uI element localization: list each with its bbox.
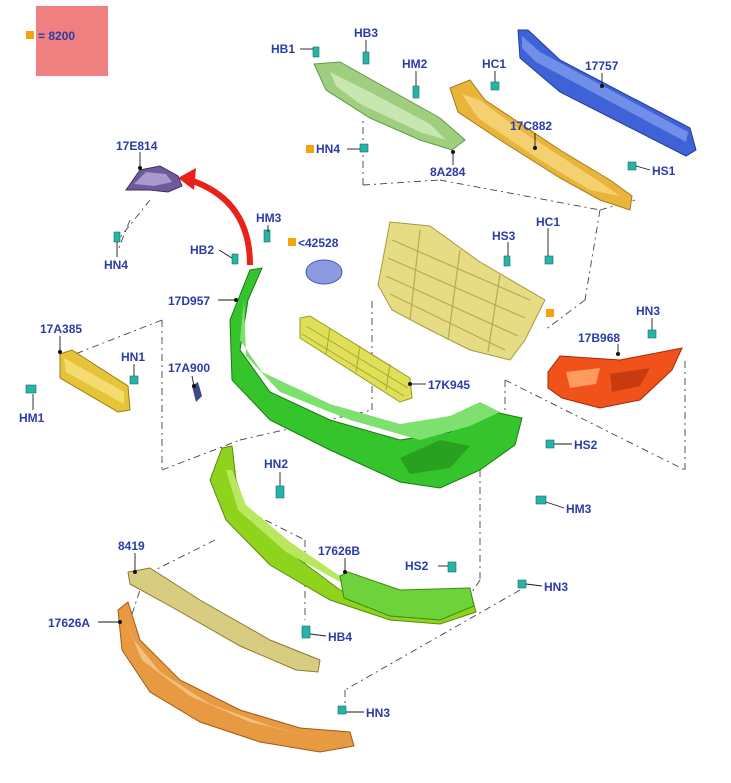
label-hb1: HB1 [271, 42, 295, 56]
fastener-hc1-top-icon [490, 81, 500, 91]
label-hn1: HN1 [121, 350, 145, 364]
label-hb2: HB2 [190, 243, 214, 257]
legend-marker [26, 31, 34, 39]
label-17a385: 17A385 [40, 322, 82, 336]
fog-opening-left [400, 440, 470, 474]
install-arrow [189, 177, 253, 266]
fastener-hn3-right-icon [647, 329, 657, 339]
fastener-hm3-low-icon [535, 495, 547, 505]
label-8a284: 8A284 [430, 165, 466, 179]
marker-hn4 [306, 145, 314, 153]
label-17b968: 17B968 [578, 331, 620, 345]
fastener-hn3-bottom-icon [337, 705, 347, 715]
label-17a900: 17A900 [168, 361, 210, 375]
bumper-cover-17d957 [229, 267, 523, 489]
fastener-hb1-icon [312, 46, 320, 58]
label-17757: 17757 [585, 59, 619, 73]
label-42528: <42528 [298, 236, 339, 250]
fastener-hb3-icon [362, 51, 370, 65]
fastener-hs2-low-icon [447, 561, 457, 573]
label-8419: 8419 [118, 539, 145, 553]
leader-lines [32, 40, 653, 713]
deflector-8419 [127, 567, 321, 673]
fastener-hm2-icon [412, 85, 420, 99]
fastener-hs3-icon [503, 255, 511, 267]
legend-text: = 8200 [38, 29, 75, 43]
label-hn4-top: HN4 [316, 142, 340, 156]
deflector-17626b [339, 571, 475, 621]
marker-42528 [288, 238, 296, 246]
fastener-hn1-icon [129, 375, 139, 385]
label-hs1: HS1 [652, 164, 676, 178]
label-hn3-low: HN3 [544, 580, 568, 594]
fastener-hs1-icon [627, 161, 637, 171]
fastener-hb4-icon [301, 625, 311, 639]
fastener-hm1-icon [25, 384, 37, 394]
fastener-hn4-top-icon [359, 143, 369, 153]
fastener-hn2-icon [275, 485, 285, 499]
fastener-hc1-mid-icon [544, 255, 554, 265]
label-hm3-low: HM3 [566, 502, 592, 516]
label-hm3-top: HM3 [256, 211, 282, 225]
label-17c882: 17C882 [510, 119, 552, 133]
label-17d957: 17D957 [168, 294, 210, 308]
arrow-head [178, 168, 196, 190]
label-hs3: HS3 [492, 229, 516, 243]
fastener-hn4-left-icon [113, 231, 121, 243]
label-hc1-top: HC1 [482, 57, 506, 71]
lower-grille-17k945 [299, 315, 413, 403]
label-hn2: HN2 [264, 457, 288, 471]
label-17e814: 17E814 [116, 139, 158, 153]
part-labels: HB1 HB3 HM2 HC1 17757 17C882 HN4 8A284 H… [19, 26, 676, 720]
legend-box [36, 6, 108, 76]
legend: = 8200 [26, 6, 108, 76]
fastener-hn3-low-icon [517, 579, 527, 589]
label-hn3-right: HN3 [636, 304, 660, 318]
label-hm1: HM1 [19, 411, 45, 425]
label-hs2-low: HS2 [405, 559, 429, 573]
label-hb4: HB4 [328, 630, 352, 644]
fastener-hm3-top-icon [263, 229, 271, 243]
label-hn4-left: HN4 [104, 258, 128, 272]
leader-dots [58, 84, 620, 624]
label-hn3-bottom: HN3 [366, 706, 390, 720]
alignment-lines [59, 118, 686, 710]
fastener-hs2-right-icon [545, 439, 555, 449]
grille [377, 221, 546, 361]
marker-grille [546, 309, 554, 317]
emblem-42528 [305, 259, 343, 285]
fastener-hb2-icon [231, 253, 239, 265]
label-17k945: 17K945 [428, 378, 470, 392]
label-17626b: 17626B [318, 544, 360, 558]
label-hc1-mid: HC1 [536, 215, 560, 229]
label-hm2: HM2 [402, 57, 428, 71]
label-17626a: 17626A [48, 616, 90, 630]
label-hs2-right: HS2 [574, 438, 598, 452]
label-hb3: HB3 [354, 26, 378, 40]
